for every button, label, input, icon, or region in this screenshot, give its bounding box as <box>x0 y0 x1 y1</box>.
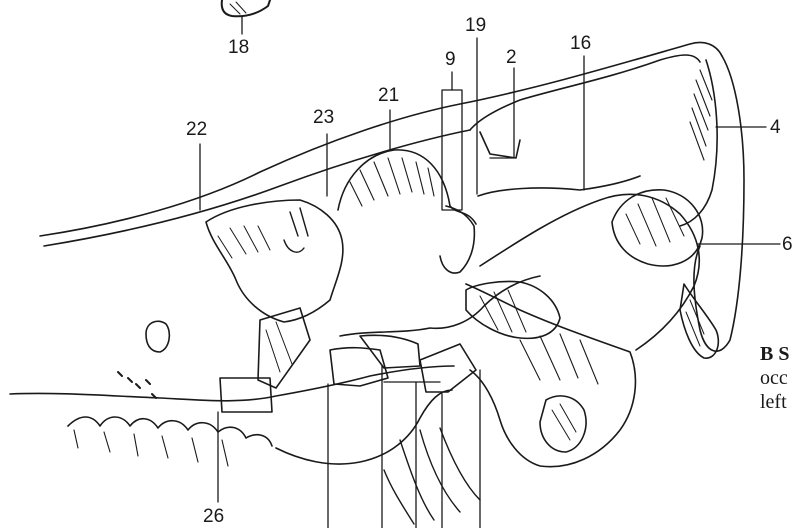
nasal-region <box>206 200 343 322</box>
figure-caption: B S occ left <box>760 342 789 414</box>
label-21: 21 <box>378 86 399 105</box>
orbit-outline <box>338 150 476 224</box>
occipital-outline <box>694 56 744 351</box>
inner-vault-line <box>44 130 470 246</box>
label-19: 19 <box>465 16 486 35</box>
small-knob <box>146 321 169 352</box>
label-18: 18 <box>228 38 249 57</box>
caption-line-1: B S <box>760 342 789 366</box>
label-2: 2 <box>506 48 517 67</box>
label-23: 23 <box>313 108 334 127</box>
maxilla-lower-edge <box>10 366 454 401</box>
teeth-row <box>68 417 272 446</box>
label-26: 26 <box>203 507 224 526</box>
temporal-fossa <box>612 190 703 266</box>
label-4: 4 <box>770 118 781 137</box>
caption-line-3: left <box>760 390 789 414</box>
label-22: 22 <box>186 120 207 139</box>
bone-fragment-18 <box>222 0 270 16</box>
leader-lines <box>200 16 780 528</box>
mandible-outline <box>466 284 635 467</box>
label-9: 9 <box>445 50 456 69</box>
parietal-region <box>470 55 700 130</box>
caption-line-2: occ <box>760 366 789 390</box>
label-6: 6 <box>782 235 793 254</box>
label-16: 16 <box>570 34 591 53</box>
